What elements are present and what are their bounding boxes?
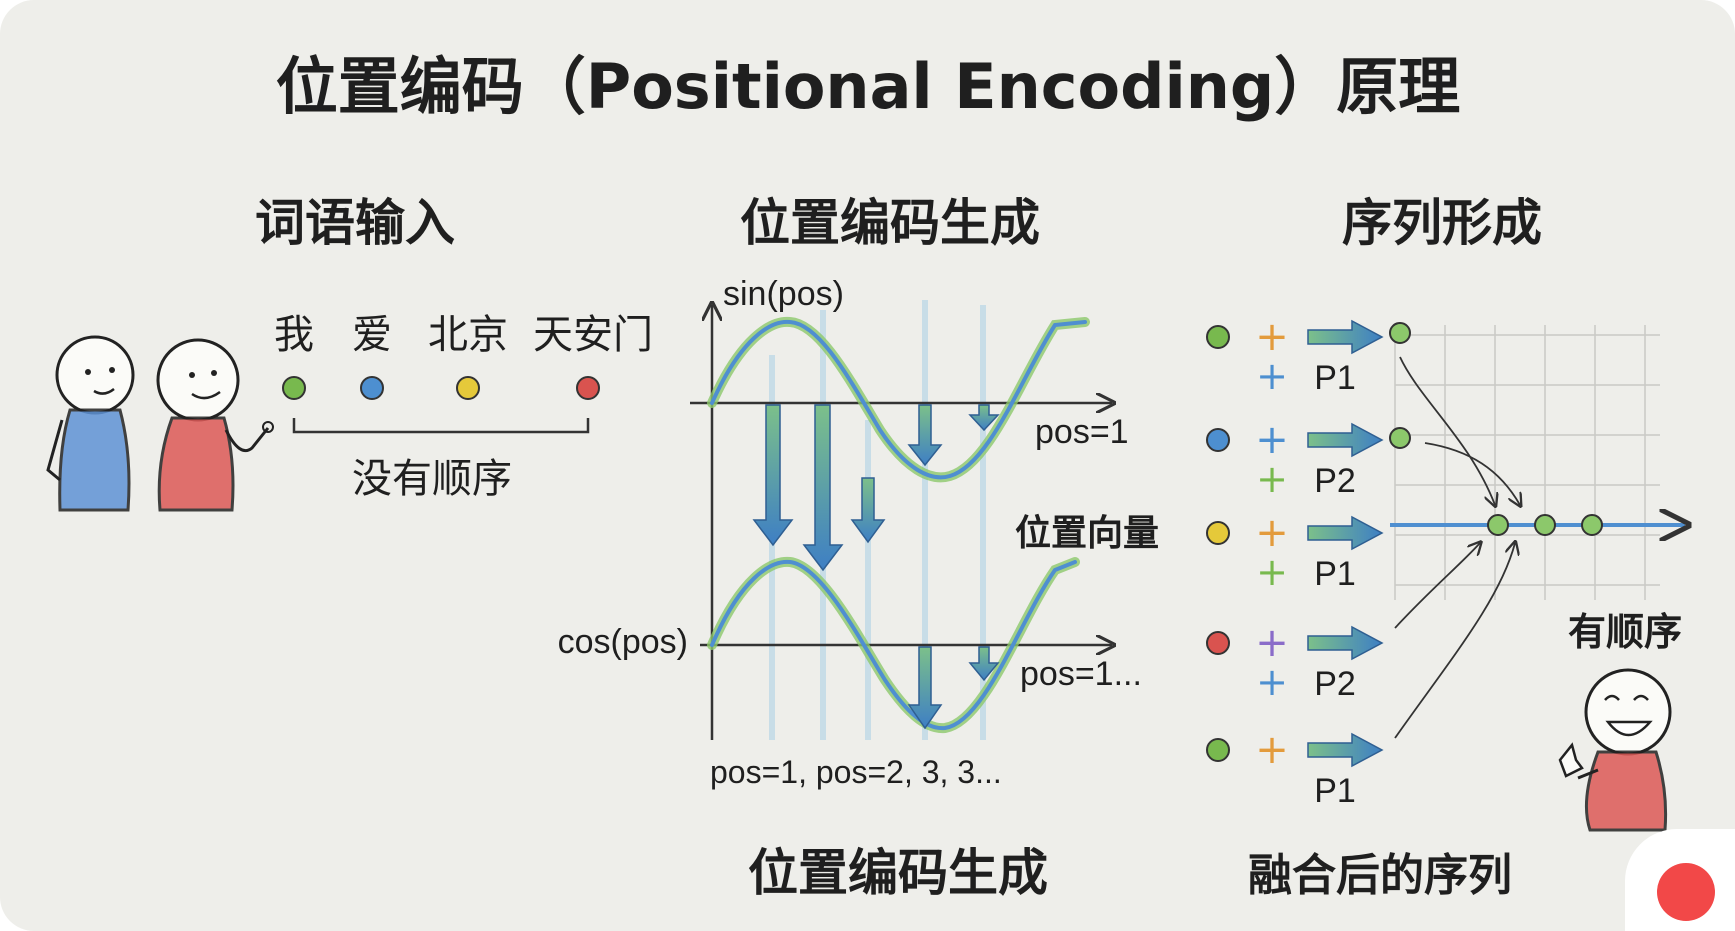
- sequence-dot: [1206, 521, 1230, 545]
- no-order-bracket: [292, 418, 590, 434]
- stick-figure-happy: [1558, 668, 1672, 832]
- sin-label: sin(pos): [723, 275, 844, 313]
- word-label: 北京: [428, 312, 508, 358]
- row-arrow: [1307, 625, 1384, 661]
- pos-label-top: pos=1: [1035, 413, 1129, 451]
- plus-icon: +: [1256, 550, 1288, 594]
- record-button[interactable]: [1657, 863, 1715, 921]
- sequence-dot: [1206, 428, 1230, 452]
- word-dot: [456, 376, 480, 400]
- plus-icon: +: [1256, 457, 1288, 501]
- stick-figure-red: [156, 338, 274, 512]
- row-arrow: [1307, 422, 1384, 458]
- position-label: P2: [1314, 462, 1356, 500]
- no-order-label: 没有顺序: [352, 456, 512, 502]
- wave-panel: sin(pos) cos(pos) pos=1 pos=1... pos=1, …: [558, 275, 1159, 790]
- main-title: 位置编码（Positional Encoding）原理: [276, 50, 1460, 123]
- plus-icon: +: [1255, 510, 1289, 556]
- word-list: 我 爱 北京 天安门: [274, 312, 653, 358]
- cos-wave: [707, 556, 1080, 734]
- section-title-generation: 位置编码生成: [740, 194, 1040, 252]
- order-grid: [1394, 325, 1660, 600]
- sequence-dot: [1206, 631, 1230, 655]
- sequence-dot: [1206, 738, 1230, 762]
- sin-wave: [707, 316, 1090, 483]
- row-arrow: [1307, 515, 1384, 551]
- section-title-input: 词语输入: [255, 194, 455, 252]
- position-label: P2: [1314, 665, 1356, 703]
- sequence-nodes: [1389, 322, 1603, 536]
- has-order-label: 有顺序: [1568, 610, 1682, 654]
- word-label: 爱: [352, 312, 392, 358]
- plus-icon: +: [1255, 314, 1289, 360]
- plus-icon: +: [1255, 417, 1289, 463]
- bottom-caption-generation: 位置编码生成: [748, 844, 1048, 902]
- word-label: 天安门: [533, 312, 653, 358]
- word-dots: [282, 376, 600, 400]
- position-vector-label: 位置向量: [1015, 513, 1159, 554]
- cos-label: cos(pos): [558, 623, 688, 661]
- word-dot: [360, 376, 384, 400]
- projection-arrows: [752, 404, 1000, 730]
- section-title-sequence: 序列形成: [1342, 194, 1542, 252]
- position-label: P1: [1314, 359, 1356, 397]
- row-arrow: [1307, 732, 1384, 768]
- plus-icon: +: [1256, 660, 1288, 704]
- merge-curves: [1394, 356, 1520, 739]
- word-dot: [576, 376, 600, 400]
- position-label: P1: [1314, 772, 1356, 810]
- word-label: 我: [274, 312, 314, 358]
- plus-icon: +: [1255, 727, 1289, 773]
- plus-icon: +: [1255, 620, 1289, 666]
- position-label: P1: [1314, 555, 1356, 593]
- word-dot: [282, 376, 306, 400]
- pos-axis-label: pos=1, pos=2, 3, 3...: [710, 754, 1002, 790]
- pos-label-bottom: pos=1...: [1020, 655, 1142, 693]
- bottom-caption-sequence: 融合后的序列: [1248, 850, 1512, 901]
- row-arrow: [1307, 319, 1384, 355]
- sequence-rows: ++P1++P2++P1++P2+P1: [1206, 314, 1384, 810]
- sequence-dot: [1206, 325, 1230, 349]
- plus-icon: +: [1256, 354, 1288, 398]
- stick-figure-blue: [46, 335, 135, 512]
